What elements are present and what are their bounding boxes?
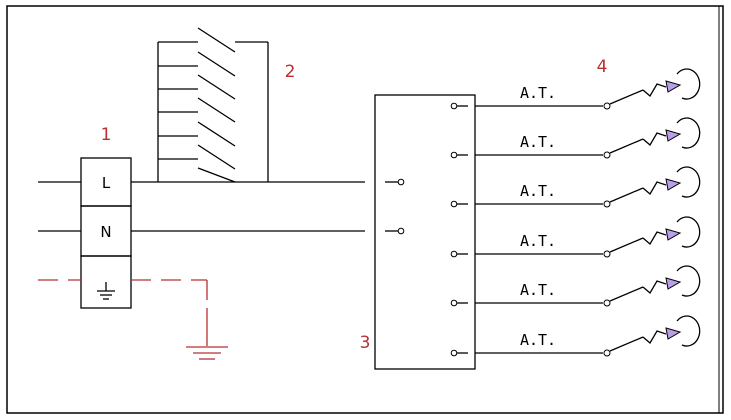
circuit-row: A.T. <box>450 216 701 258</box>
outlet-triangle-icon <box>665 277 682 290</box>
outlet-arc-icon <box>676 68 701 100</box>
breaker-label: A.T. <box>520 182 556 200</box>
circuit-row: A.T. <box>450 68 701 110</box>
earth-conductor <box>38 279 208 346</box>
breaker-switch-arm <box>609 138 644 154</box>
panel-output-terminal <box>450 349 458 357</box>
terminal-earth-icon <box>97 282 115 300</box>
outlet-triangle-icon <box>665 129 682 142</box>
terminal-block: L N <box>80 157 132 309</box>
panel-input-live <box>385 178 405 186</box>
breaker-link <box>642 83 667 98</box>
terminal-earth-box <box>80 255 132 309</box>
outlet-arc-icon <box>676 216 701 248</box>
breaker-switch-arm <box>609 89 644 105</box>
callout-1: 1 <box>101 125 112 145</box>
outlet-triangle-icon <box>665 228 682 241</box>
outer-frame <box>6 5 724 414</box>
breaker-terminal <box>603 151 611 159</box>
outlet-arc-icon <box>676 315 701 347</box>
circuit-row: A.T. <box>450 265 701 307</box>
breaker-label: A.T. <box>520 84 556 102</box>
circuit-row: A.T. <box>450 166 701 208</box>
callout-4: 4 <box>597 57 608 77</box>
ground-icon <box>186 346 228 360</box>
breaker-link <box>642 181 667 196</box>
breaker-switch-arm <box>609 336 644 352</box>
panel-output-terminal <box>450 250 458 258</box>
breaker-label: A.T. <box>520 232 556 250</box>
callout-3: 3 <box>360 333 371 353</box>
panel-output-terminal <box>450 102 458 110</box>
breaker-terminal <box>603 200 611 208</box>
panel-input-neutral <box>385 227 405 235</box>
breaker-link <box>642 132 667 147</box>
breaker-label: A.T. <box>520 331 556 349</box>
breaker-switch-arm <box>609 187 644 203</box>
branch-circuits: A.T. A.T. A.T. A.T. A.T. A.T. <box>450 68 701 357</box>
panel-output-terminal <box>450 200 458 208</box>
breaker-terminal <box>603 102 611 110</box>
breaker-terminal <box>603 250 611 258</box>
outlet-triangle-icon <box>665 327 682 340</box>
breaker-link <box>642 231 667 246</box>
breaker-label: A.T. <box>520 281 556 299</box>
outlet-arc-icon <box>676 166 701 198</box>
circuit-row: A.T. <box>450 315 701 357</box>
breaker-switch-arm <box>609 286 644 302</box>
breaker-link <box>642 280 667 295</box>
panel-output-terminal <box>450 299 458 307</box>
breaker-terminal <box>603 299 611 307</box>
breaker-switch-arm <box>609 237 644 253</box>
panel-output-terminal <box>450 151 458 159</box>
main-switch <box>157 27 269 183</box>
outlet-arc-icon <box>676 117 701 149</box>
outlet-arc-icon <box>676 265 701 297</box>
terminal-live-label: L <box>102 174 111 192</box>
outlet-triangle-icon <box>665 178 682 191</box>
distribution-panel <box>374 94 476 370</box>
breaker-link <box>642 330 667 345</box>
callout-2: 2 <box>285 62 296 82</box>
circuit-row: A.T. <box>450 117 701 159</box>
terminal-neutral-label: N <box>100 223 111 241</box>
breaker-terminal <box>603 349 611 357</box>
outlet-triangle-icon <box>665 80 682 93</box>
breaker-label: A.T. <box>520 133 556 151</box>
